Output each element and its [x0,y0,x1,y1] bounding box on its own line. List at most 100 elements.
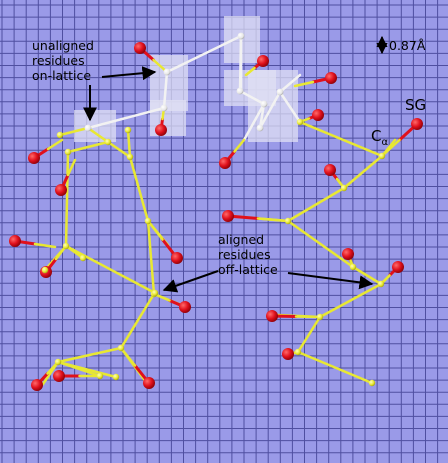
c-alpha-atom [41,266,49,274]
c-alpha-atom [377,280,385,288]
bond [318,282,383,319]
c-alpha-atom [126,153,134,161]
bond [165,34,243,74]
bond [146,219,164,241]
bond [128,155,150,223]
bond [66,140,110,154]
bond [64,244,157,295]
unaligned-label-line-2: residues [32,53,85,68]
bond [106,140,132,159]
bond [278,90,302,124]
c-alpha-label: Cα [371,127,388,148]
c-alpha-atom [104,138,112,146]
bond [58,126,90,137]
on-lattice-atom [160,104,168,112]
bond [286,219,355,269]
c-alpha-main: C [371,127,381,145]
bond [119,346,137,367]
c-alpha-atom [151,289,159,297]
bond [380,138,401,158]
side-chain-atom [53,370,65,382]
bond [242,102,266,142]
side-chain-atom [324,164,336,176]
bond [33,242,57,249]
side-chain-atom [171,252,183,264]
c-alpha-atom [62,242,70,250]
bond [296,350,374,385]
c-alpha-atom [56,131,64,139]
bond [66,158,77,177]
on-lattice-atom [276,88,284,96]
side-chain-atom [55,184,67,196]
c-alpha-atom [316,313,324,321]
bond [298,120,384,158]
c-alpha-atom [144,217,152,225]
c-alpha-atom [349,263,357,271]
side-chain-atom [266,310,278,322]
bond [46,138,64,151]
aligned-label-line-2: residues [218,247,271,262]
bond [56,346,123,364]
side-chain-atom [411,118,423,130]
bond [86,126,110,144]
bond [258,90,282,130]
side-chain-atom [392,261,404,273]
bond [119,292,156,350]
pointer-arrow [101,66,157,81]
on-lattice-atom [237,32,245,40]
side-chain-atom [257,55,269,67]
bond [56,360,102,378]
c-alpha-atom [368,379,376,387]
bond [233,138,246,153]
c-alpha-atom [64,148,72,156]
side-chain-atom [312,109,324,121]
bond [278,73,302,94]
bond [258,102,266,130]
sg-label: SG [405,96,426,114]
side-chain-atom [134,42,146,54]
c-alpha-atom [296,118,304,126]
side-chain-atom [342,248,354,260]
c-alpha-atom [54,358,62,366]
unaligned-label-line-3: on-lattice [32,68,91,83]
c-alpha-atom [117,344,125,352]
bond [294,315,322,319]
on-lattice-atom [163,68,171,76]
side-chain-atom [155,124,167,136]
bond [342,154,384,190]
bond [64,244,85,260]
side-chain-atom [28,152,40,164]
c-alpha-atom [79,254,87,262]
pointer-arrow [287,272,374,290]
on-lattice-atom [256,124,264,132]
bond [244,66,256,77]
side-chain-atom [31,379,43,391]
aligned-label-line-3: off-lattice [218,262,278,277]
side-chain-atom [143,377,155,389]
bond [293,80,315,88]
c-alpha-atom [124,126,132,134]
side-chain-atom [9,235,21,247]
side-chain-atom [222,210,234,222]
c-alpha-atom [284,217,292,225]
bond [126,128,132,159]
c-alpha-atom [378,152,386,160]
c-alpha-atom [340,184,348,192]
c-alpha-atom [294,348,302,356]
bond [162,70,169,110]
on-lattice-atom [84,124,92,132]
on-lattice-atom [236,87,244,95]
c-alpha-atom [112,373,120,381]
bond [146,219,156,296]
bond [256,217,290,223]
aligned-label-line-1: aligned [218,232,264,247]
side-chain-atom [282,348,294,360]
c-alpha-subscript: α [381,137,388,148]
atoms [9,32,423,391]
bond [86,106,166,130]
bond [286,186,346,223]
unaligned-label-line-1: unaligned [32,38,94,53]
